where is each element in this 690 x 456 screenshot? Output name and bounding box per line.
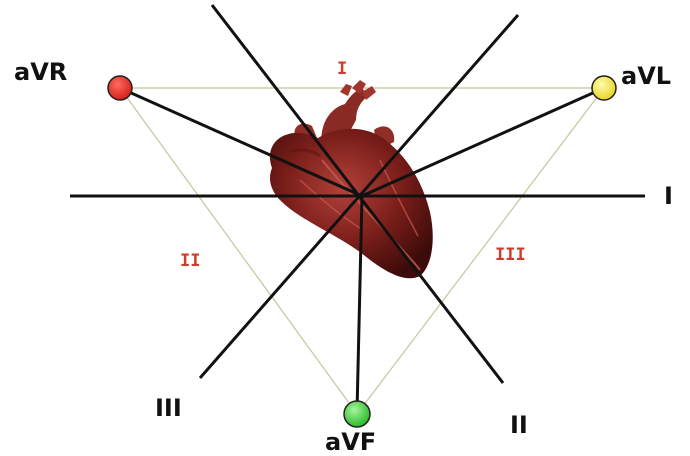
triangle-side-top-label: I xyxy=(337,59,347,79)
avl-axis xyxy=(362,88,604,196)
avr-label: aVR xyxy=(14,58,67,86)
lead-i-label: I xyxy=(664,182,673,210)
triangle-side-left-label: II xyxy=(180,251,200,271)
avl-label: aVL xyxy=(621,62,671,90)
triangle-side-right-label: III xyxy=(495,245,526,265)
avr-electrode xyxy=(108,76,132,100)
avf-electrode xyxy=(344,401,370,427)
lead-iii-label: III xyxy=(155,394,182,422)
lead-ii-label: II xyxy=(510,411,528,439)
avf-label: aVF xyxy=(325,428,376,456)
avl-electrode xyxy=(592,76,616,100)
